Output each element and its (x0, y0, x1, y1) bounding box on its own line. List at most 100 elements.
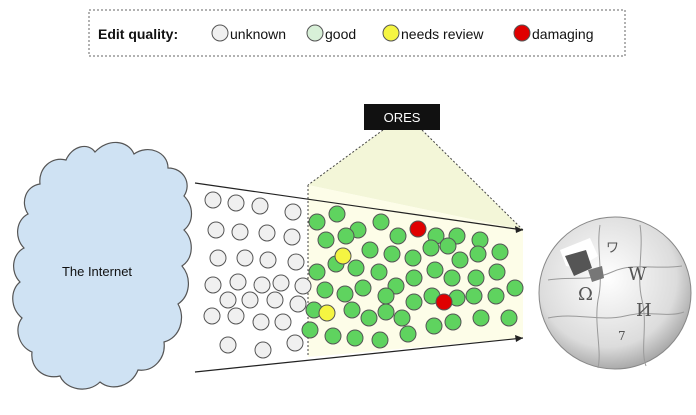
unknown-edit-dot (227, 307, 245, 325)
needs-review-edit-dot (318, 304, 336, 322)
unknown-edit-dot (252, 313, 270, 331)
good-edit-dot (377, 303, 395, 321)
ores-beam-left-edge (307, 129, 384, 186)
legend-damaging-swatch (513, 24, 531, 42)
unknown-edit-dot (294, 277, 312, 295)
good-edit-dot (471, 231, 489, 249)
legend-needs-review-swatch (382, 24, 400, 42)
good-edit-dot (324, 327, 342, 345)
unknown-edit-dot (266, 291, 284, 309)
funnel-top-edge (194, 182, 524, 231)
unknown-edit-dot (231, 223, 249, 241)
ores-beam (308, 130, 523, 230)
unknown-edit-dot (253, 276, 271, 294)
internet-cloud: The Internet (12, 141, 193, 390)
legend-good-label: good (325, 26, 356, 42)
funnel-bottom-edge (194, 337, 524, 373)
unknown-edit-dot (289, 295, 307, 313)
good-edit-dot (451, 251, 469, 269)
good-edit-dot (372, 213, 390, 231)
unknown-edit-dot (251, 197, 269, 215)
good-edit-dot (465, 287, 483, 305)
good-edit-dot (301, 321, 319, 339)
globe-dark-piece (565, 250, 592, 276)
good-edit-dot (328, 205, 346, 223)
good-edit-dot (467, 269, 485, 287)
good-edit-dot (443, 269, 461, 287)
globe-seam (639, 224, 647, 367)
unknown-edit-dot (204, 191, 222, 209)
globe-glyph-i: И (636, 300, 652, 321)
unknown-edit-dot (219, 291, 237, 309)
funnel-top-arrowhead (515, 226, 523, 233)
globe-glyph-wa: ワ (606, 241, 619, 256)
damaging-edit-dot (435, 293, 453, 311)
legend-unknown-label: unknown (230, 26, 286, 42)
unknown-edit-dot (236, 249, 254, 267)
good-edit-dot (500, 309, 518, 327)
good-edit-dot (506, 279, 524, 297)
good-edit-dot (444, 313, 462, 331)
unknown-edit-dot (204, 276, 222, 294)
globe-seam (547, 265, 683, 281)
good-edit-dot (317, 231, 335, 249)
globe-seam (596, 224, 601, 369)
unknown-edit-dot (283, 228, 301, 246)
ores-label: ORES (384, 110, 421, 125)
legend-good-swatch (306, 24, 324, 42)
good-edit-dot (488, 263, 506, 281)
good-edit-dot (469, 245, 487, 263)
good-edit-dot (425, 317, 443, 335)
good-edit-dot (371, 331, 389, 349)
good-edit-dot (393, 309, 411, 327)
unknown-edit-dot (209, 249, 227, 267)
good-edit-dot (360, 309, 378, 327)
unknown-edit-dot (259, 251, 277, 269)
legend-needs-review-label: needs review (401, 26, 484, 42)
legend-damaging-label: damaging (532, 26, 594, 42)
unknown-edit-dot (229, 273, 247, 291)
good-edit-dot (426, 261, 444, 279)
globe-seam (547, 311, 685, 319)
unknown-edit-dot (219, 336, 237, 354)
unknown-edit-dot (258, 224, 276, 242)
good-edit-dot (422, 239, 440, 257)
good-edit-dot (405, 269, 423, 287)
unknown-edit-dot (284, 203, 302, 221)
globe-glyph-w: W (628, 264, 647, 285)
good-edit-dot (399, 325, 417, 343)
good-edit-dot (354, 279, 372, 297)
good-edit-dot (383, 245, 401, 263)
edit-dots (203, 191, 524, 359)
cloud-icon (12, 141, 193, 390)
unknown-edit-dot (287, 253, 305, 271)
legend-frame (88, 9, 626, 57)
good-edit-dot (343, 301, 361, 319)
globe-sphere (538, 216, 692, 370)
unknown-edit-dot (207, 221, 225, 239)
globe-glyph-omega: Ω (578, 284, 593, 305)
globe-glyph-7: 7 (618, 329, 626, 343)
good-edit-dot (377, 287, 395, 305)
legend-title: Edit quality: (98, 26, 178, 42)
damaging-edit-dot (409, 220, 427, 238)
good-edit-dot (389, 227, 407, 245)
needs-review-edit-dot (334, 247, 352, 265)
unknown-edit-dot (274, 313, 292, 331)
good-edit-dot (361, 241, 379, 259)
unknown-edit-dot (272, 274, 290, 292)
unknown-edit-dot (241, 291, 259, 309)
legend: Edit quality: unknown good needs review … (88, 9, 626, 57)
unknown-edit-dot (203, 307, 221, 325)
good-edit-dot (491, 243, 509, 261)
good-edit-dot (370, 263, 388, 281)
good-edit-dot (405, 293, 423, 311)
good-edit-dot (347, 259, 365, 277)
good-edit-dot (404, 249, 422, 267)
good-edit-dot (316, 281, 334, 299)
good-edit-dot (439, 237, 457, 255)
good-edit-dot (308, 213, 326, 231)
unknown-edit-dot (286, 334, 304, 352)
good-edit-dot (346, 329, 364, 347)
